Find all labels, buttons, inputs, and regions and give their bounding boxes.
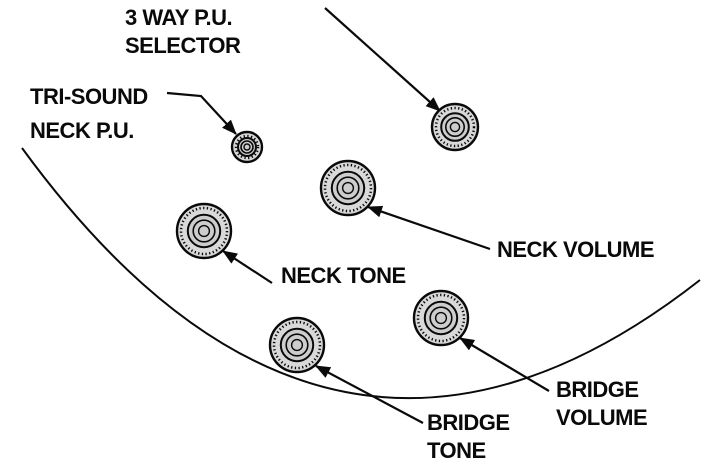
label-line: BRIDGE [427, 410, 510, 435]
label-line: SELECTOR [125, 33, 241, 58]
neck-tone-leader [222, 250, 273, 284]
selector-leader [324, 7, 441, 112]
label-line: BRIDGE [556, 377, 639, 402]
bridge-volume-leader [459, 337, 550, 392]
label-bridge-tone: BRIDGE TONE [427, 409, 510, 465]
label-line: NECK TONE [281, 263, 406, 288]
neck-tone-knob [175, 202, 233, 260]
tri-sound-switch-knob [230, 130, 264, 164]
bridge-volume-knob [412, 289, 470, 347]
neck-volume-knob [319, 159, 377, 217]
neck-volume-leader [367, 205, 491, 251]
trisound-leader [166, 91, 237, 135]
bridge-tone-knob [268, 316, 326, 374]
label-line: 3 WAY P.U. [125, 5, 233, 30]
guitar-body-edge-curve [21, 147, 701, 400]
bridge-tone-leader [315, 365, 424, 424]
label-line: NECK P.U. [30, 118, 134, 143]
label-tri-sound-neck-pu: TRI-SOUND NECK P.U. [30, 80, 148, 148]
label-line: NECK VOLUME [497, 237, 655, 262]
label-neck-tone: NECK TONE [281, 262, 406, 290]
label-line: TONE [427, 438, 486, 463]
label-neck-volume: NECK VOLUME [497, 236, 655, 264]
label-line: VOLUME [556, 405, 648, 430]
label-3way-pu-selector: 3 WAY P.U. SELECTOR [125, 4, 241, 60]
label-line: TRI-SOUND [30, 84, 148, 109]
label-bridge-volume: BRIDGE VOLUME [556, 376, 648, 432]
pickup-selector-knob [430, 102, 480, 152]
